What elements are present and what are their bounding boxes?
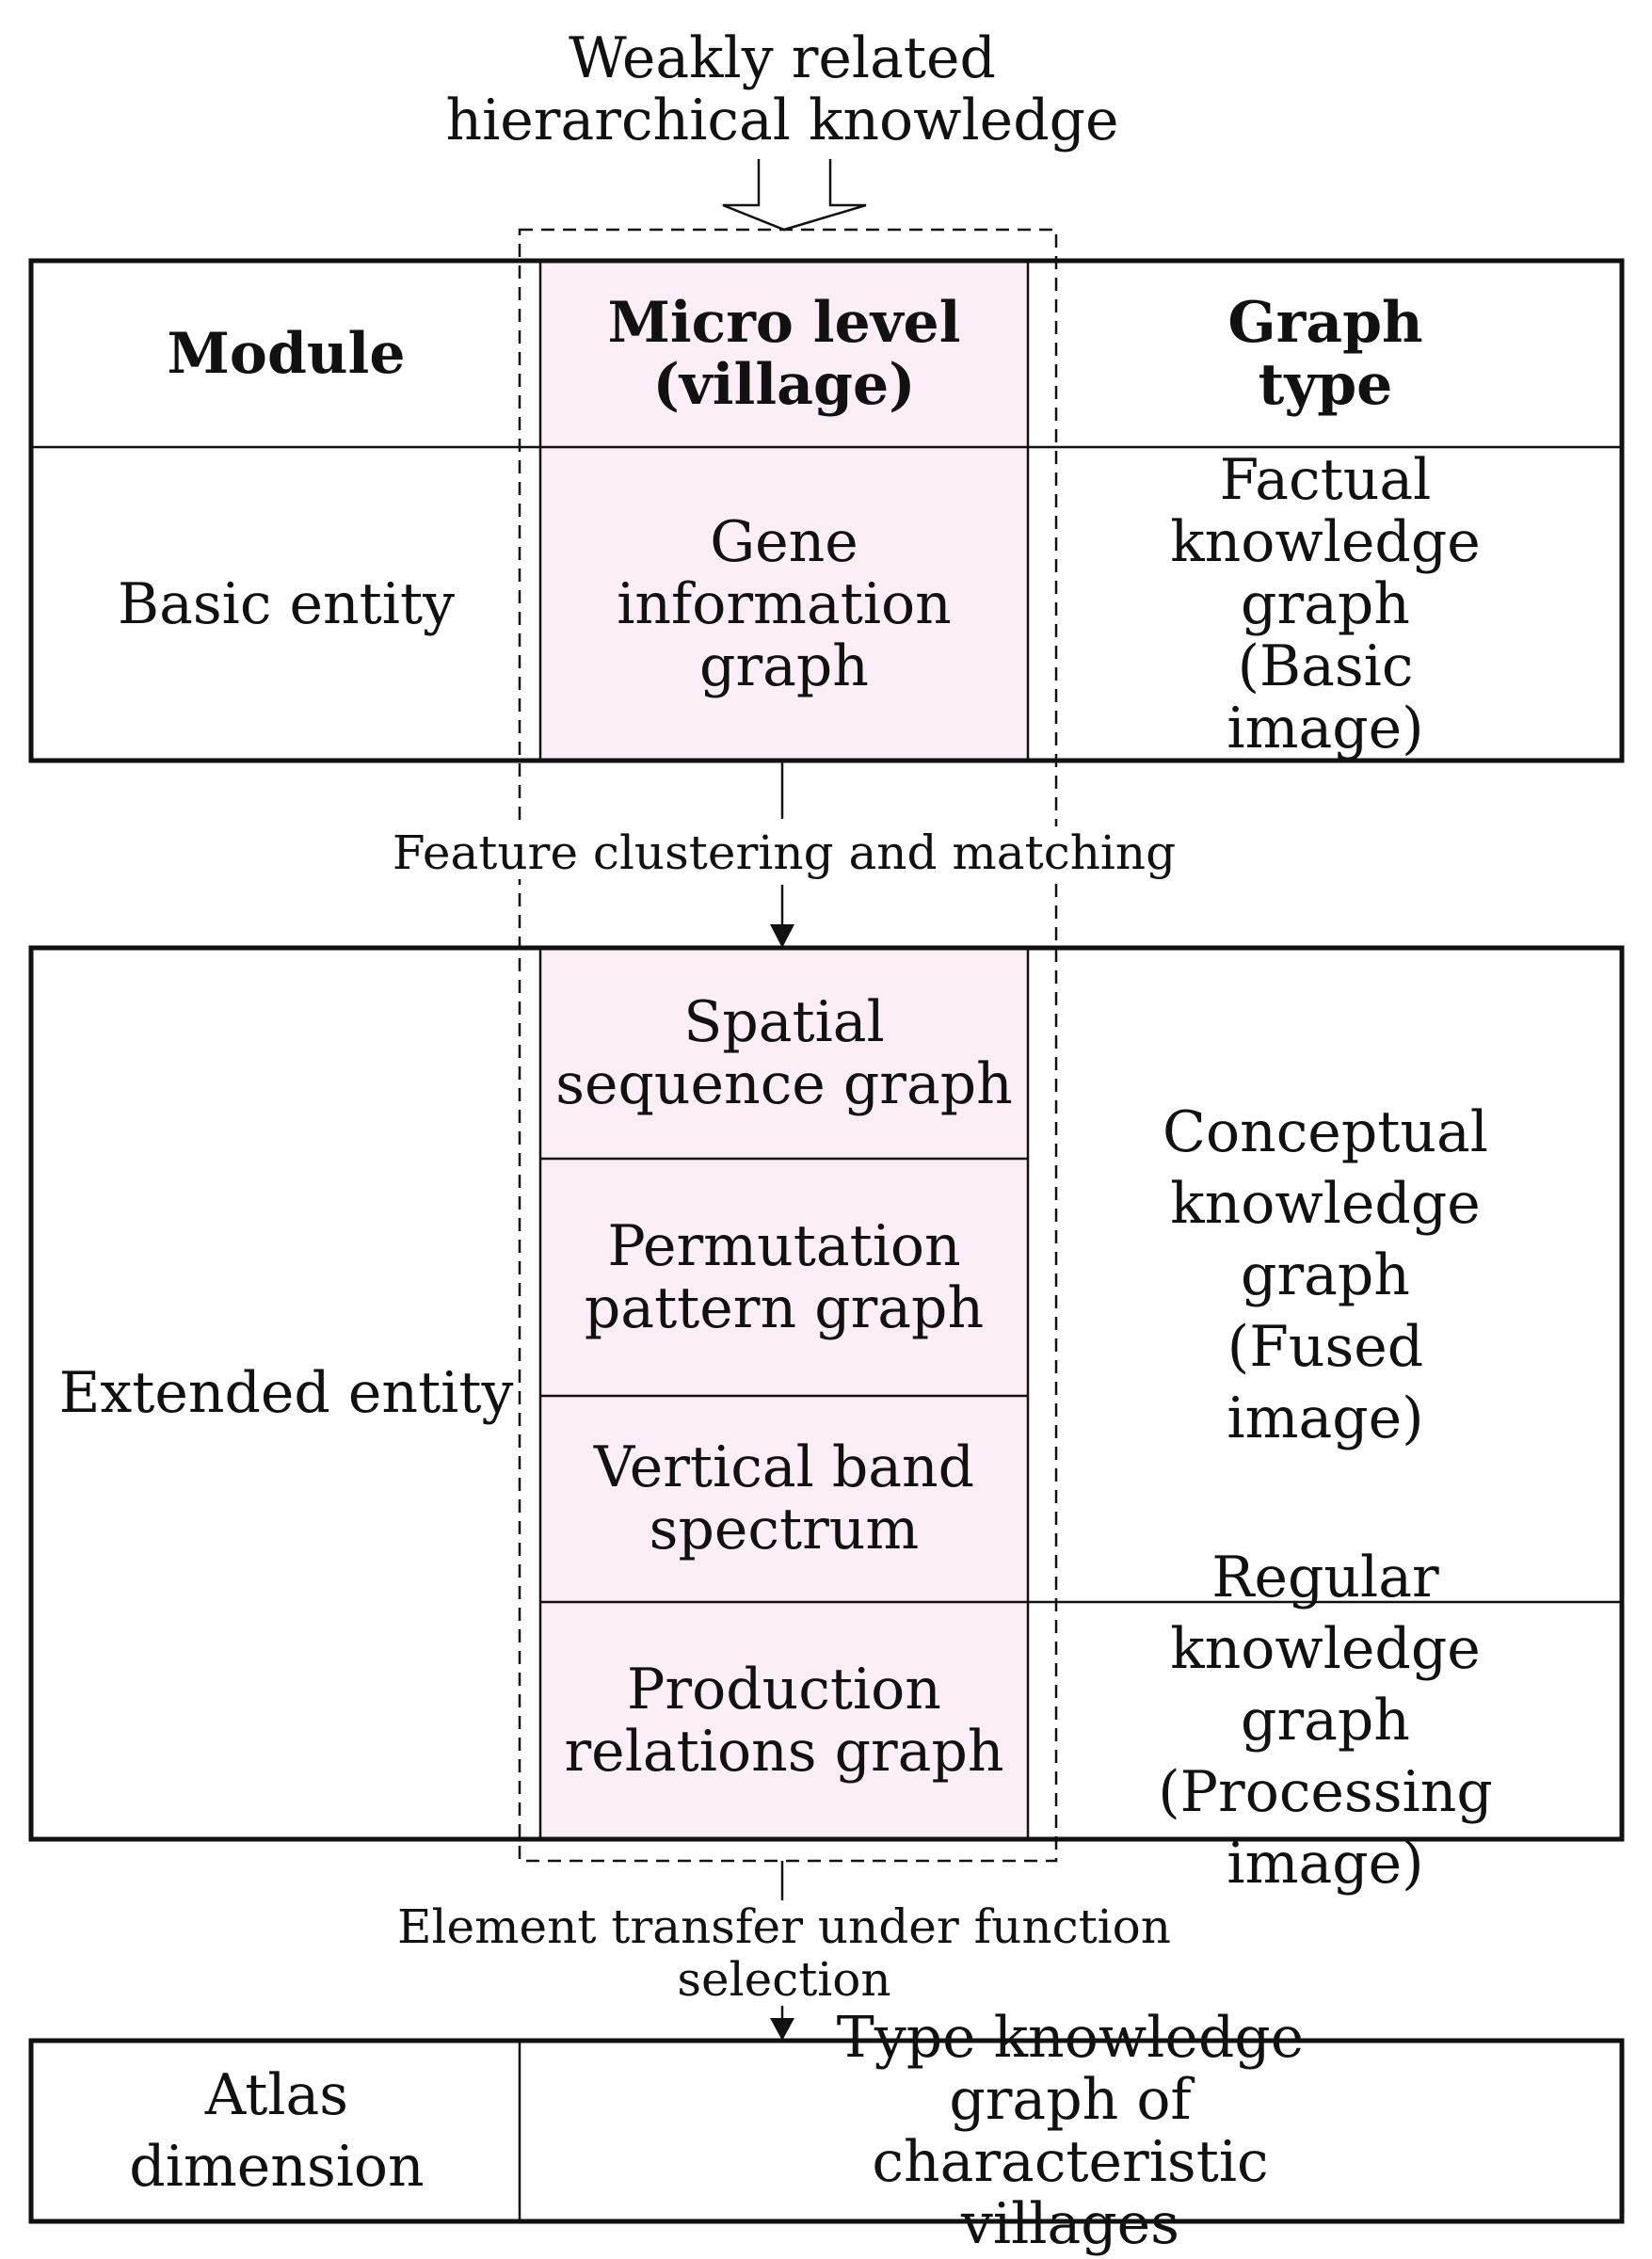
micro-extended-fill [540, 948, 1028, 1839]
extended-entity-label: Extended entity [58, 1360, 514, 1426]
gene-information-graph: Gene information graph [617, 509, 952, 699]
spatial-sequence-graph: Spatial sequence graph [555, 989, 1013, 1117]
table-basic-border [28, 258, 1625, 763]
top-input-label: Weakly related hierarchical knowledge [445, 25, 1119, 153]
arrow1-head [770, 924, 794, 948]
atlas-dimension-label: Atlas dimension [129, 2062, 425, 2200]
arrow1-label: Feature clustering and matching [388, 826, 1180, 879]
type-knowledge-graph: Type knowledge graph of characteristic v… [836, 2005, 1305, 2257]
regular-knowledge-graph: Regular knowledge graph (Processing imag… [1158, 1545, 1493, 1897]
arrow2-label: Element transfer under function selectio… [350, 1900, 1218, 2006]
basic-entity-label: Basic entity [118, 571, 455, 637]
table-atlas-border [28, 2038, 1625, 2224]
conceptual-knowledge-graph: Conceptual knowledge graph (Fused image) [1163, 1099, 1488, 1451]
header-module: Module [167, 321, 406, 387]
header-graph-type: Graph type [1227, 290, 1423, 418]
factual-knowledge-graph: Factual knowledge graph (Basic image) [1170, 447, 1481, 761]
hollow-input-arrow [722, 159, 867, 232]
arrow2-head [770, 2018, 794, 2041]
micro-basic-fill [540, 447, 1028, 761]
header-micro-level: Micro level (village) [607, 290, 961, 418]
production-relations-graph: Production relations graph [564, 1657, 1004, 1785]
table-extended-border [28, 945, 1625, 1842]
vertical-band-spectrum: Vertical band spectrum [593, 1434, 975, 1562]
micro-header-fill [540, 261, 1028, 447]
permutation-pattern-graph: Permutation pattern graph [584, 1213, 985, 1341]
